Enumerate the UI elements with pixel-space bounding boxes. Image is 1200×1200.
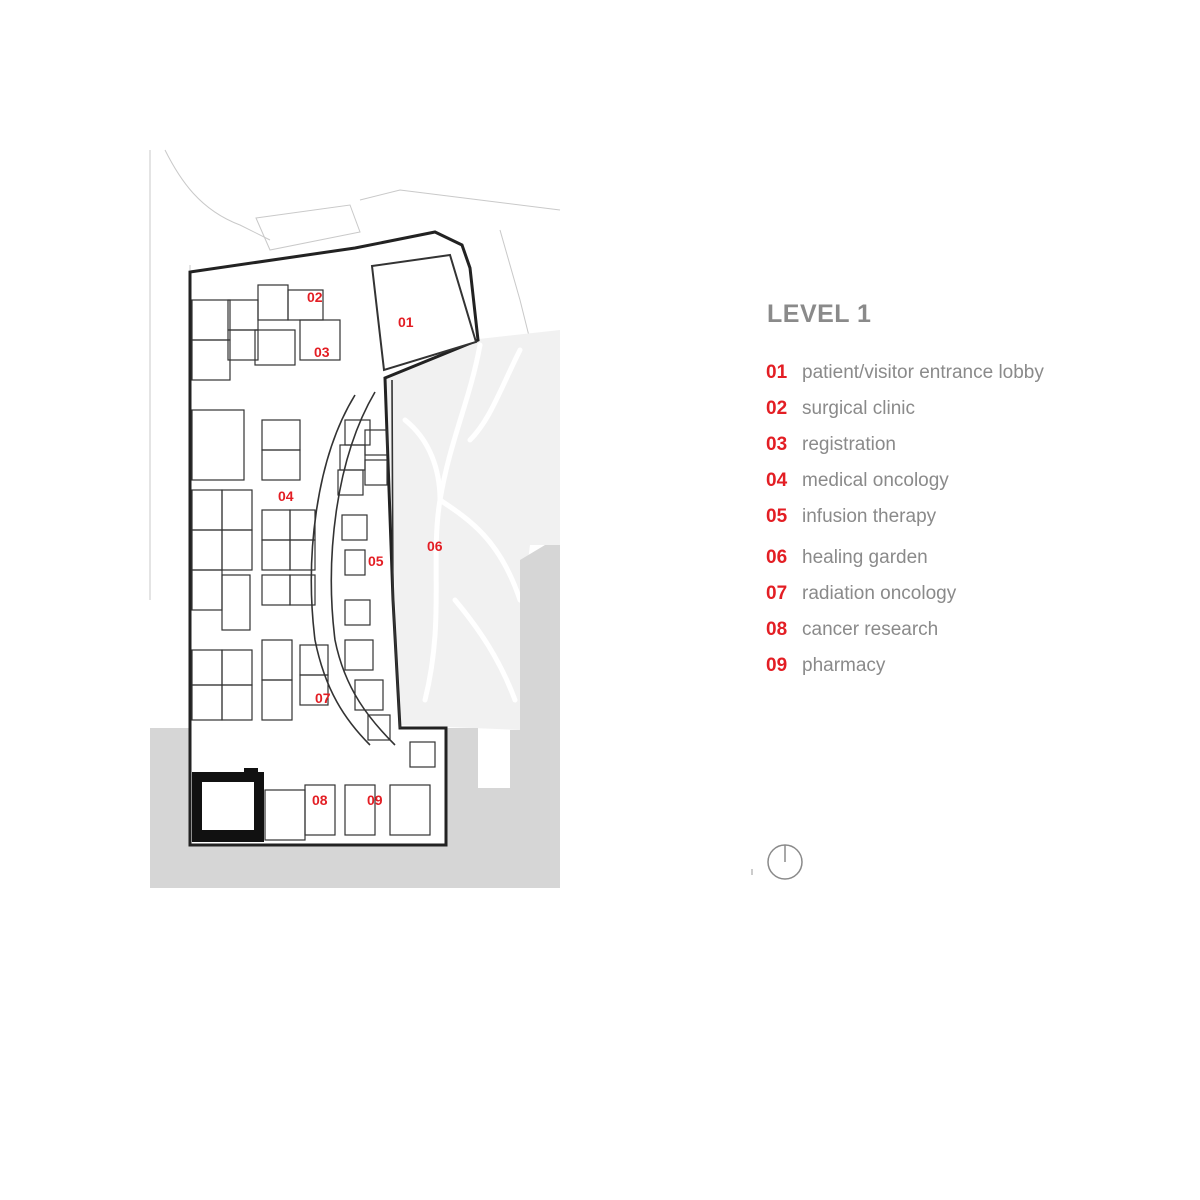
zone-label-08: 08 (312, 792, 328, 808)
legend-item: 06 healing garden (766, 546, 928, 570)
legend-label: medical oncology (802, 470, 949, 491)
zone-label-02: 02 (307, 289, 323, 305)
legend-label: cancer research (802, 619, 939, 640)
zone-labels: 01 02 03 04 05 06 07 08 09 (278, 289, 443, 808)
legend-number: 04 (766, 470, 788, 491)
legend-label: radiation oncology (802, 583, 957, 604)
legend-item: 02 surgical clinic (766, 397, 915, 421)
legend-item: 01 patient/visitor entrance lobby (766, 361, 1044, 385)
legend-label: surgical clinic (802, 398, 915, 419)
rooms (191, 284, 436, 841)
legend-title: LEVEL 1 (767, 300, 872, 328)
zone-label-03: 03 (314, 344, 330, 360)
site-ground (150, 545, 560, 888)
legend-item: 09 pharmacy (766, 654, 885, 678)
zone-label-05: 05 (368, 553, 384, 569)
legend-number: 06 (766, 547, 788, 568)
legend-number: 03 (766, 434, 788, 455)
legend-item: 08 cancer research (766, 618, 938, 642)
legend-number: 02 (766, 398, 788, 419)
legend-number: 09 (766, 655, 788, 676)
zone-label-07: 07 (315, 690, 331, 706)
legend-label: patient/visitor entrance lobby (802, 362, 1044, 383)
legend-item: 05 infusion therapy (766, 505, 936, 529)
north-arrow-icon (751, 844, 803, 880)
zone-label-09: 09 (367, 792, 383, 808)
legend-number: 05 (766, 506, 788, 527)
legend-label: healing garden (802, 547, 928, 568)
legend-number: 01 (766, 362, 788, 383)
site-context-lines (149, 149, 561, 600)
legend-label: pharmacy (802, 655, 886, 676)
legend-number: 08 (766, 619, 788, 640)
zone-label-01: 01 (398, 314, 414, 330)
rooms-east (337, 419, 391, 741)
legend-item: 03 registration (766, 433, 896, 457)
legend-item: 04 medical oncology (766, 469, 949, 493)
zone-label-06: 06 (427, 538, 443, 554)
corridor-lines (310, 379, 401, 746)
zone-label-04: 04 (278, 488, 294, 504)
legend-label: infusion therapy (802, 506, 937, 527)
legend-label: registration (802, 434, 896, 455)
legend-item: 07 radiation oncology (766, 582, 956, 606)
legend-number: 07 (766, 583, 788, 604)
healing-garden (385, 330, 560, 730)
